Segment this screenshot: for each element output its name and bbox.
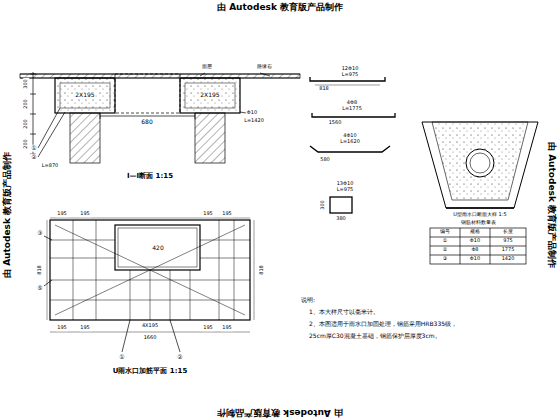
table-cell: 1775 — [501, 247, 516, 253]
callout-number: ⑤ — [36, 285, 43, 292]
callout-number: ② — [176, 354, 183, 361]
dimension: 195 — [202, 325, 214, 331]
dimension: 195 — [79, 325, 91, 331]
dimension: 4X195 — [141, 323, 159, 329]
dimension: 195 — [56, 211, 68, 217]
rebar-spec: L=975 — [341, 72, 360, 78]
note-heading: 说明: — [300, 297, 316, 304]
dimension: 195 — [79, 211, 91, 217]
dimension: 195 — [221, 211, 233, 217]
table-cell: Φ10 — [469, 238, 481, 244]
rebar-spec: L=870 — [41, 163, 60, 169]
note-text: 25cm厚C30混凝土基础，钢筋保护层厚度3cm。 — [308, 333, 442, 340]
note-text: 1、本大样尺寸以毫米计。 — [308, 309, 380, 316]
rebar-spec: L=1620 — [339, 139, 361, 145]
table-cell: 长度 — [502, 229, 514, 235]
rebar-spec: L=1420 — [243, 118, 265, 124]
dimension: 195 — [221, 325, 233, 331]
table-cell: ② — [442, 247, 448, 253]
note-text: 2、本图适用于雨水口加固处理，钢筋采用HRB335级， — [308, 321, 458, 328]
view-title: U型雨水口断面大样 1:5 — [452, 212, 507, 218]
watermark: 由 Autodesk 教育版产品制作 — [216, 407, 344, 417]
table-cell: 编号 — [439, 229, 451, 235]
dimension: 1560 — [328, 120, 343, 126]
dimension: 420 — [151, 245, 164, 252]
dimension: 2X195 — [199, 92, 220, 99]
rebar-spec: 12Φ10 — [341, 66, 360, 72]
watermark: 由 Autodesk 教育版产品制作 — [546, 141, 556, 269]
dimension: 1660 — [143, 335, 158, 341]
dimension: 200 — [23, 118, 29, 130]
watermark: 由 Autodesk 教育版产品制作 — [3, 151, 13, 279]
rebar-spec: 4Φ10 — [342, 133, 357, 139]
table-title: 钢筋材料数量表 — [460, 220, 497, 226]
dimension: 580 — [319, 157, 331, 163]
table-cell: 1420 — [501, 256, 516, 262]
callout-number: ① — [118, 354, 125, 361]
dimension: 380 — [335, 216, 347, 222]
table-cell: ③ — [442, 256, 448, 262]
dimension: 200 — [23, 98, 29, 110]
view-title: U雨水口加筋平面 1:15 — [112, 368, 189, 376]
dimension: 818 — [37, 264, 43, 276]
table-cell: Φ10 — [469, 256, 481, 262]
dimension: 195 — [202, 211, 214, 217]
part-name: 路缘石 — [256, 64, 273, 70]
rebar-spec: L=975 — [336, 187, 355, 193]
watermark: 由 Autodesk 教育版产品制作 — [216, 3, 344, 13]
table-cell: 975 — [502, 238, 514, 244]
dimension: 2X195 — [74, 92, 95, 99]
dimension: 818 — [259, 264, 265, 276]
view-title: I—I断面 1:15 — [126, 173, 174, 181]
table-cell: ① — [442, 238, 448, 244]
dimension: 300 — [23, 78, 29, 90]
rebar-spec: 13Φ10 — [336, 181, 355, 187]
rebar-spec: 4Φ8 — [346, 100, 358, 106]
dimension: 300 — [320, 199, 326, 211]
rebar-spec: Φ10 — [246, 110, 258, 116]
table-cell: 规格 — [469, 229, 481, 235]
callout-number: ③ — [36, 230, 43, 237]
dimension: 200 — [23, 138, 29, 150]
dimension: 680 — [140, 119, 153, 126]
rebar-spec: L=1775 — [341, 106, 363, 112]
dimension: 195 — [56, 325, 68, 331]
table-cell: Φ8 — [470, 247, 479, 253]
part-name: 面层 — [201, 64, 213, 70]
dimension: 818 — [318, 86, 330, 92]
callout-number: ② — [30, 154, 37, 161]
callout-number: ① — [30, 145, 37, 152]
